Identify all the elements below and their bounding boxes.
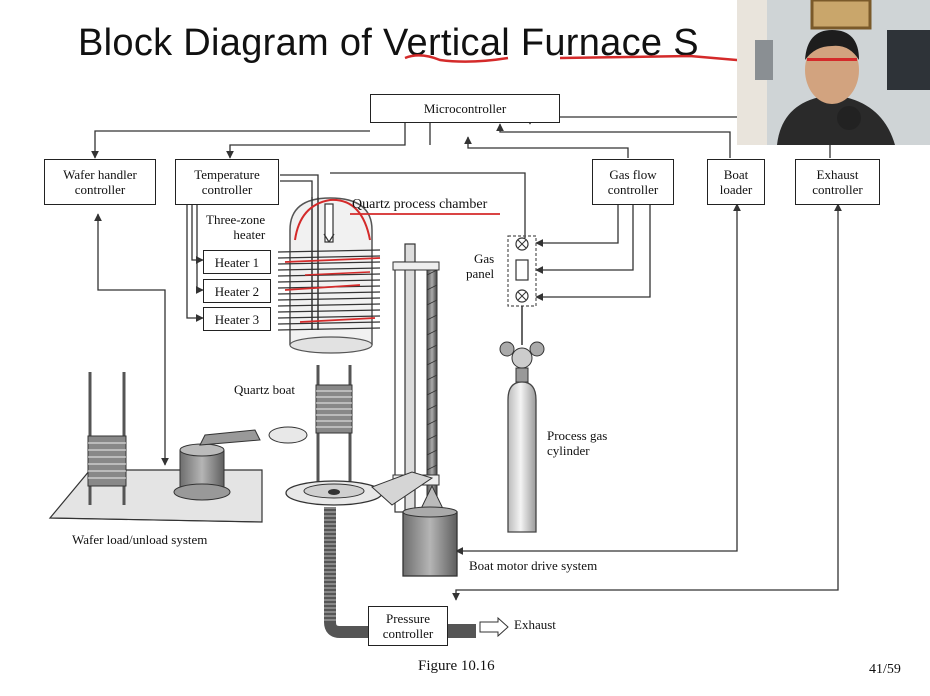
gas-flow-controller-box: Gas flow controller xyxy=(592,159,674,205)
boat-loader-box: Boat loader xyxy=(707,159,765,205)
gas-cylinder xyxy=(500,342,544,532)
title-underline-furnace xyxy=(560,56,760,62)
heater-1-box: Heater 1 xyxy=(203,250,271,274)
presenter-webcam xyxy=(737,0,930,145)
microcontroller-box: Microcontroller xyxy=(370,94,560,123)
exhaust-controller-box: Exhaust controller xyxy=(795,159,880,205)
quartz-boat-label: Quartz boat xyxy=(234,382,295,398)
three-zone-heater-label: Three-zone heater xyxy=(206,212,265,242)
title-underline-vertical xyxy=(405,55,508,61)
wafer-handler-controller-box: Wafer handler controller xyxy=(44,159,156,205)
boat-motor-label: Boat motor drive system xyxy=(469,558,597,574)
exhaust-label: Exhaust xyxy=(514,617,556,633)
heater-3-box: Heater 3 xyxy=(203,307,271,331)
quartz-chamber-label: Quartz process chamber xyxy=(352,197,487,213)
presenter-video-frame xyxy=(737,0,930,145)
pressure-controller-box: Pressure controller xyxy=(368,606,448,646)
gas-panel xyxy=(508,236,536,345)
gas-panel-label: Gas panel xyxy=(466,251,494,281)
heater-2-box: Heater 2 xyxy=(203,279,271,303)
page-number: 41/59 xyxy=(869,662,901,678)
process-gas-cylinder-label: Process gas cylinder xyxy=(547,428,607,458)
wafer-load-system-label: Wafer load/unload system xyxy=(72,532,207,548)
temperature-controller-box: Temperature controller xyxy=(175,159,279,205)
figure-caption: Figure 10.16 xyxy=(418,658,495,675)
quartz-chamber xyxy=(278,197,380,353)
